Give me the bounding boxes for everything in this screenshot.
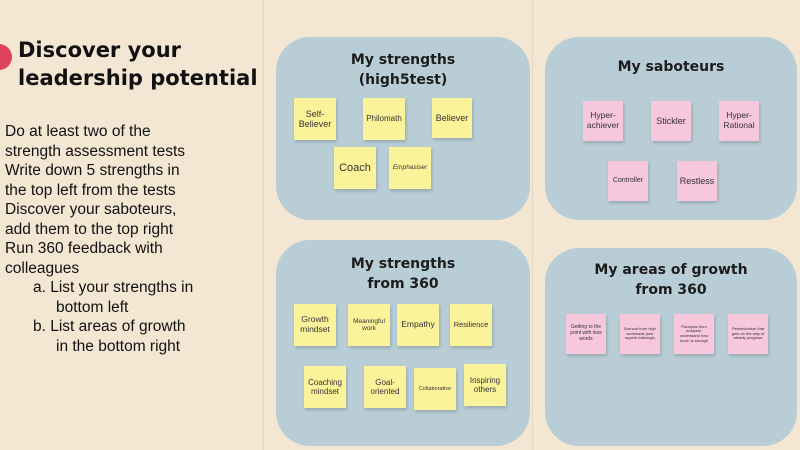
instruction-line: the top left from the tests (5, 181, 176, 199)
sticky-note[interactable]: Self-Believer (294, 98, 336, 140)
board-title: My strengths (350, 52, 456, 68)
sticky-note[interactable]: Hyper-Rational (719, 101, 759, 141)
sub-item-a-cont: bottom left (56, 298, 129, 316)
board-subtitle: from 360 (367, 276, 439, 292)
board-title: My areas of growth (594, 262, 748, 278)
sticky-note[interactable]: Empathy (397, 304, 439, 346)
instruction-line: Do at least two of the (5, 123, 151, 140)
sub-item-b: b. List areas of growth (33, 318, 186, 335)
board-strengths-test[interactable]: My strengths (high5test) Self-Believer P… (276, 37, 530, 220)
sticky-note[interactable]: Meaningful work (348, 304, 390, 346)
sub-item-b-cont: in the bottom right (56, 337, 181, 355)
page-title: Discover your leadership potential (18, 38, 258, 90)
board-title: My strengths (350, 256, 456, 272)
instruction-line: Write down 5 strengths in (5, 162, 180, 179)
sticky-note[interactable]: Emphasiser (389, 147, 431, 189)
sticky-note[interactable]: Hyper-achiever (583, 101, 623, 141)
sticky-note[interactable]: Collaborative (414, 368, 456, 410)
canvas-gridline (263, 0, 264, 450)
instruction-line: Discover your saboteurs, (5, 201, 177, 218)
sticky-note[interactable]: Stickler (651, 101, 691, 141)
sticky-note[interactable]: Coach (334, 147, 376, 189)
sticky-note[interactable]: Coaching mindset (304, 366, 346, 408)
sticky-note[interactable]: Controller (608, 161, 648, 201)
sticky-note[interactable]: Burnout from high workloads (see superb … (620, 314, 660, 354)
sticky-note[interactable]: Growth mindset (294, 304, 336, 346)
board-subtitle: from 360 (635, 282, 707, 298)
board-areas-of-growth[interactable]: My areas of growth from 360 Getting to t… (545, 248, 797, 446)
board-title: My saboteurs (617, 59, 725, 75)
board-subtitle: (high5test) (358, 72, 448, 88)
instructions-text: Do at least two of the strength assessme… (5, 122, 275, 356)
instruction-line: strength assessment tests (5, 142, 186, 160)
sub-item-a: a. List your strengths in (33, 279, 194, 296)
sticky-note[interactable]: Resilience (450, 304, 492, 346)
sticky-note[interactable]: Philomath (363, 98, 405, 140)
sticky-note[interactable]: Getting to the point with less words (566, 314, 606, 354)
instruction-line: add them to the top right (5, 220, 174, 238)
sticky-note[interactable]: Inspiring others (464, 364, 506, 406)
canvas-gridline (532, 0, 533, 450)
sticky-note[interactable]: Paralysis from analysis: understand how … (674, 314, 714, 354)
sticky-note[interactable]: Believer (432, 98, 472, 138)
board-strengths-360[interactable]: My strengths from 360 Growth mindset Mea… (276, 240, 530, 446)
accent-dot (0, 44, 12, 70)
instruction-line: colleagues (5, 259, 80, 277)
board-saboteurs[interactable]: My saboteurs Hyper-achiever Stickler Hyp… (545, 37, 797, 220)
sticky-note[interactable]: Goal-oriented (364, 366, 406, 408)
sticky-note[interactable]: Restless (677, 161, 717, 201)
instruction-line: Run 360 feedback with (5, 240, 163, 257)
sticky-note[interactable]: Perfectionism that gets on the way of st… (728, 314, 768, 354)
